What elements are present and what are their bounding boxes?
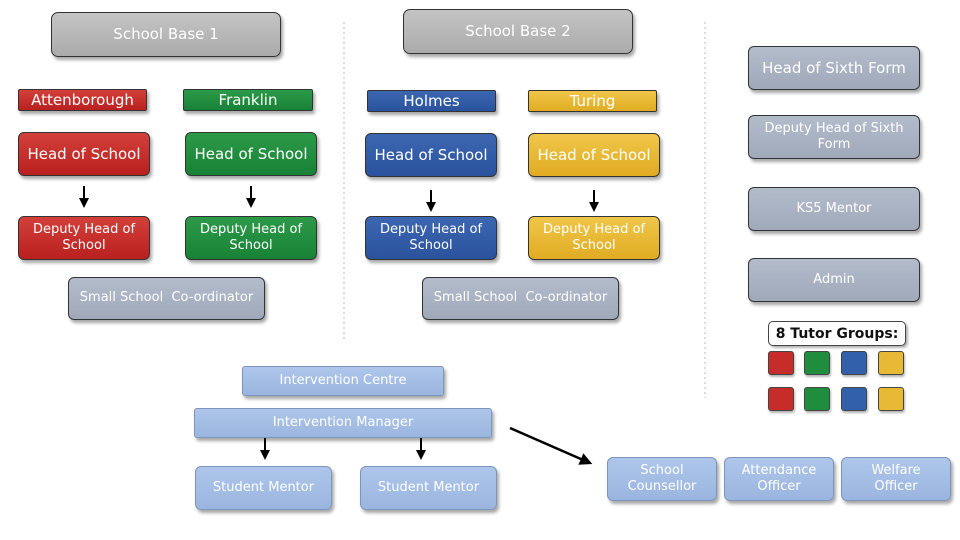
tutor-group-swatch [841,351,867,375]
welfare-officer: Welfare Officer [841,457,951,501]
tutor-group-swatch [768,387,794,411]
base1-coordinator: Small School Co-ordinator [68,277,265,320]
deputy-head-of-sixth-form: Deputy Head of Sixth Form [748,115,920,159]
turing-deputy: Deputy Head of School [528,216,660,260]
intervention-manager: Intervention Manager [194,408,492,438]
franklin-deputy: Deputy Head of School [185,216,317,260]
holmes-head: Head of School [365,133,497,177]
base1-title: School Base 1 [51,12,281,57]
student-mentor-2: Student Mentor [360,466,497,510]
attenborough-label: Attenborough [18,89,147,111]
base2-title: School Base 2 [403,9,633,54]
tutor-group-swatch [804,351,830,375]
student-mentor-1: Student Mentor [195,466,332,510]
attenborough-deputy: Deputy Head of School [18,216,150,260]
tutor-group-swatch [878,351,904,375]
tutor-group-swatch [878,387,904,411]
base2-coordinator: Small School Co-ordinator [422,277,619,320]
school-counsellor: School Counsellor [607,457,717,501]
arrow-support [509,426,593,465]
sixth-form-admin: Admin [748,258,920,302]
ks5-mentor: KS5 Mentor [748,187,920,231]
tutor-group-swatch [768,351,794,375]
attendance-officer: Attendance Officer [724,457,834,501]
franklin-head: Head of School [185,132,317,176]
holmes-deputy: Deputy Head of School [365,216,497,260]
tutor-group-swatch [804,387,830,411]
attenborough-head: Head of School [18,132,150,176]
intervention-centre: Intervention Centre [242,366,444,396]
tutor-group-swatch [841,387,867,411]
head-of-sixth-form: Head of Sixth Form [748,46,920,90]
holmes-label: Holmes [367,90,496,112]
franklin-label: Franklin [183,89,313,111]
tutor-groups-label: 8 Tutor Groups: [768,321,906,346]
turing-label: Turing [528,90,657,112]
turing-head: Head of School [528,133,660,177]
